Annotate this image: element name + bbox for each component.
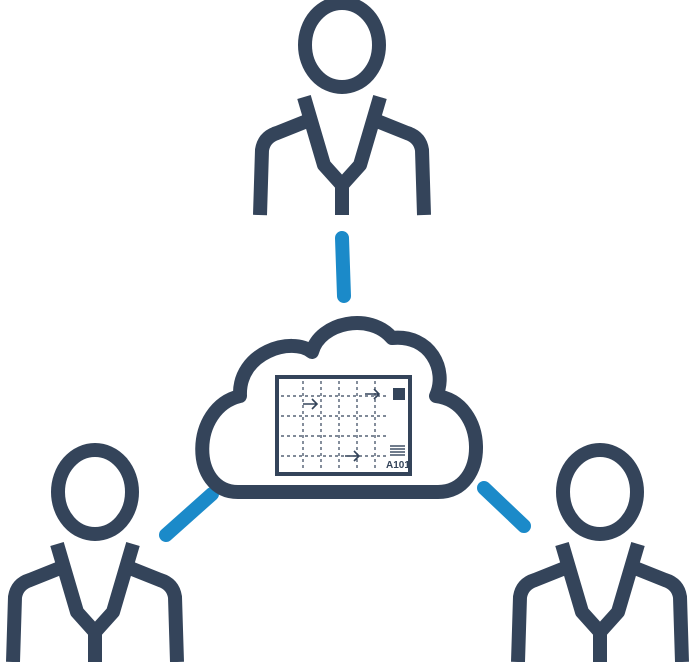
connector-left — [159, 487, 219, 542]
user-icon-bottom-left — [13, 450, 177, 662]
sheet-label: A101 — [386, 460, 410, 471]
user-icon-top — [260, 3, 424, 215]
architectural-drawing-icon: A101 — [275, 375, 412, 476]
connector-right — [477, 481, 531, 533]
user-icon-bottom-right — [518, 450, 682, 662]
connector-top — [335, 231, 351, 303]
